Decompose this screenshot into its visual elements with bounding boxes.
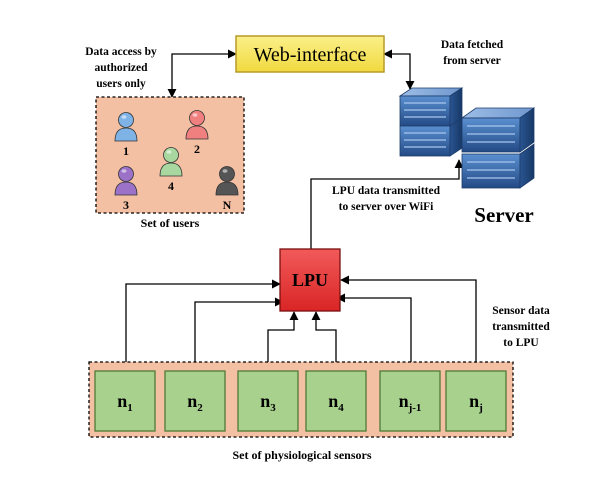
sensor-node-2: n2 [164,370,226,432]
user-2: 2 [185,110,209,156]
fetch-note: Data fetched from server [441,39,504,67]
access-note-line-2: authorized [94,62,148,74]
user-icon [159,147,183,177]
users-group: 1 2 3 4N Set of users [95,96,245,230]
user-label: 4 [168,179,174,193]
sensor-node-5: nj-1 [379,370,441,432]
server-rack-icon [398,87,536,189]
lpu-server-note: LPU data transmitted to server over WiFi [332,185,441,213]
sensor-connector-1 [125,279,281,371]
sensor-label: n2 [187,391,203,414]
server-label: Server [474,203,533,227]
sensor-node-6: nj [445,370,507,432]
sensor-connector-2 [194,297,284,371]
web-users-connector [167,49,237,98]
access-note-line-1: Data access by [85,46,157,58]
sensors-group: n1 n2 n3 n4 nj-1 nj Set of physiological sens… [88,361,514,462]
sensor-node-1: n1 [94,370,156,432]
sensor-note-line-2: transmitted [492,321,550,333]
sensor-connector-6 [340,275,477,371]
sensor-label: nj [469,391,483,414]
lpu-label: LPU [292,270,328,290]
sensor-label: n4 [328,391,344,414]
user-icon [215,166,239,196]
web-interface-label: Web-interface [254,44,367,66]
lpu-server-note-line-2: to server over WiFi [339,201,434,213]
user-label: 2 [194,142,200,156]
server-node: Server [398,87,536,227]
sensor-connector-5 [336,293,412,371]
lpu-server-note-line-1: LPU data transmitted [332,185,441,197]
sensor-connector-4 [311,311,337,371]
sensor-label: nj-1 [399,391,422,414]
fetch-note-line-1: Data fetched [441,39,504,51]
sensor-note-line-3: to LPU [503,337,539,349]
access-note: Data access by authorized users only [85,46,157,90]
sensor-note-line-1: Sensor data [492,305,550,317]
web-interface-node: Web-interface [235,35,385,73]
web-server-connector [383,49,415,90]
user-label: N [223,198,232,212]
user-1: 1 [114,112,138,158]
user-icon [114,112,138,142]
access-note-line-3: users only [96,78,146,90]
fetch-note-line-2: from server [443,55,501,67]
user-icon [185,110,209,140]
sensor-connector-3 [267,311,299,371]
user-label: 3 [123,198,129,212]
sensor-note: Sensor data transmitted to LPU [492,305,550,349]
sensors-layer: n1 n2 n3 n4 nj-1 nj [94,370,507,432]
sensor-node-3: n3 [237,370,299,432]
sensor-node-4: n4 [305,370,367,432]
sensor-label: n3 [260,391,276,414]
user-label: 1 [123,144,129,158]
sensor-label: n1 [117,391,133,414]
user-icon [114,166,138,196]
connectors [125,49,477,371]
user-n: N [215,166,239,212]
lpu-server-connector [310,159,464,249]
users-caption: Set of users [141,216,200,230]
sensors-caption: Set of physiological sensors [232,448,371,462]
lpu-node: LPU [279,248,341,312]
user-4: 4 [159,147,183,193]
users-layer: 1 2 3 4N [114,110,239,212]
user-3: 3 [114,166,138,212]
